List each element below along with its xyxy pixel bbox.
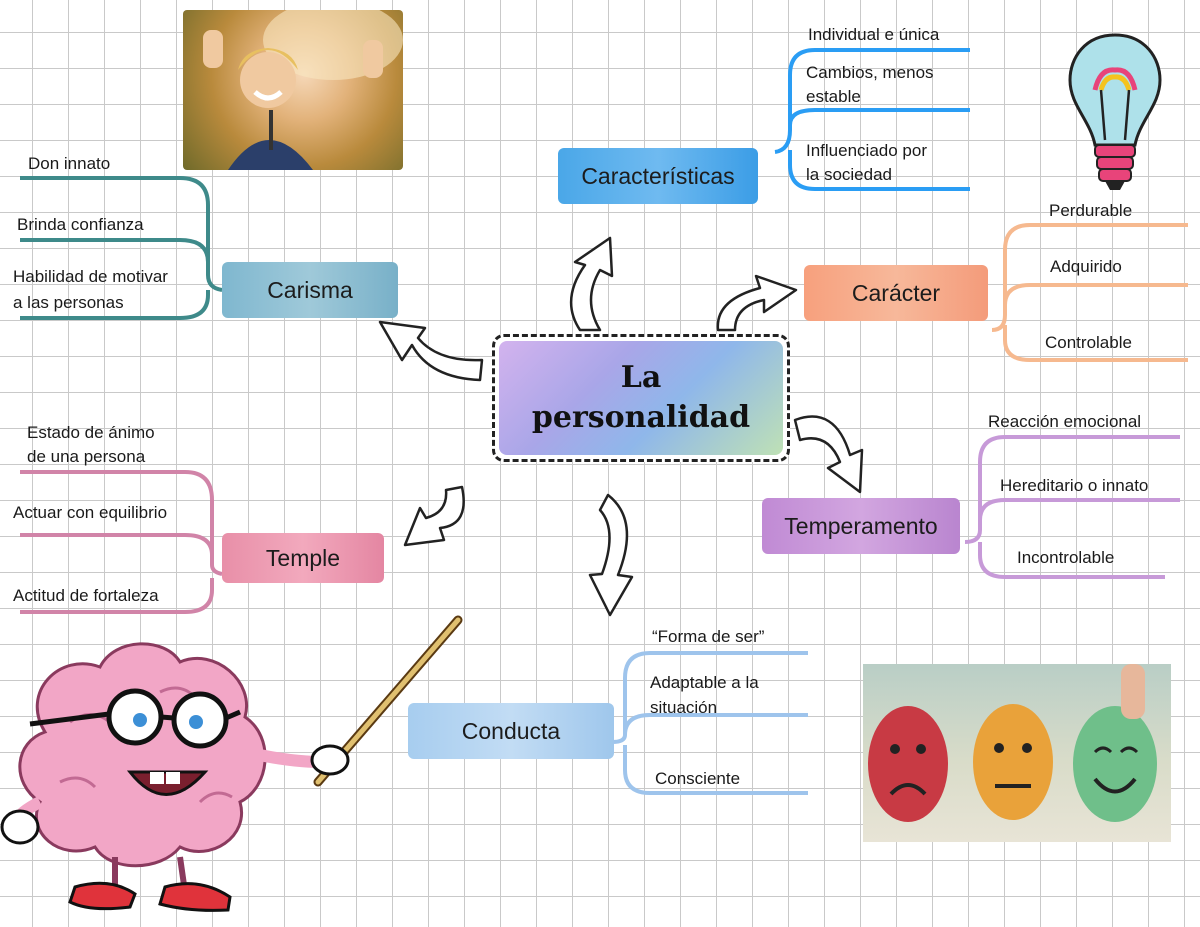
node-caracter-label: Carácter — [851, 279, 941, 306]
brain-teacher-illustration — [0, 612, 470, 922]
caracter-branches — [991, 223, 1188, 362]
conducta-item-2b: situación — [650, 698, 718, 717]
node-carisma-label: Carisma — [267, 276, 353, 303]
arrow-to-temperamento — [793, 415, 864, 494]
arrow-to-caracteristicas — [569, 236, 614, 332]
caracter-item-1: Perdurable — [1049, 201, 1133, 220]
temple-branches — [20, 470, 223, 614]
node-temple-label: Temple — [265, 544, 341, 571]
temperamento-branches — [964, 435, 1180, 579]
woman-thumbs-up-photo — [183, 10, 403, 170]
temperamento-item-3: Incontrolable — [1017, 548, 1115, 567]
center-title-line2: personalidad — [531, 400, 751, 435]
caracteristicas-item-2b: estable — [806, 87, 861, 106]
temple-item-3: Actitud de fortaleza — [13, 586, 159, 605]
center-node-fill: La personalidad — [499, 341, 783, 455]
node-caracter: Carácter — [804, 265, 988, 321]
arrow-to-temple — [403, 485, 465, 547]
arrow-to-conducta — [588, 493, 634, 617]
node-caracteristicas-label: Características — [581, 162, 735, 189]
caracteristicas-item-1: Individual e única — [808, 25, 940, 44]
conducta-item-3: Consciente — [655, 769, 741, 788]
node-temperamento: Temperamento — [762, 498, 960, 554]
center-title-line1: La — [620, 360, 662, 395]
carisma-branches — [20, 176, 223, 320]
caracteristicas-item-2a: Cambios, menos — [806, 63, 934, 82]
center-node: La personalidad — [492, 334, 790, 462]
caracteristicas-item-3a: Influenciado por — [806, 141, 927, 160]
node-conducta-label: Conducta — [461, 717, 561, 744]
node-temple: Temple — [222, 533, 384, 583]
temperamento-item-1: Reacción emocional — [988, 412, 1142, 431]
carisma-item-2: Brinda confianza — [17, 215, 144, 234]
arrow-to-caracter — [716, 274, 798, 332]
caracter-item-3: Controlable — [1045, 333, 1132, 352]
caracter-item-2: Adquirido — [1050, 257, 1122, 276]
emotion-faces-photo — [863, 664, 1171, 842]
node-caracteristicas: Características — [558, 148, 758, 204]
caracteristicas-branches — [774, 48, 970, 191]
lightbulb-icon — [1065, 30, 1165, 200]
conducta-branches — [611, 651, 808, 795]
node-carisma: Carisma — [222, 262, 398, 318]
temple-item-2: Actuar con equilibrio — [13, 503, 168, 522]
carisma-item-3b: a las personas — [13, 293, 124, 312]
temperamento-item-2: Hereditario o innato — [1000, 476, 1149, 495]
carisma-item-1: Don innato — [28, 154, 111, 173]
node-temperamento-label: Temperamento — [784, 512, 938, 539]
caracteristicas-item-3b: la sociedad — [806, 165, 893, 184]
arrows — [378, 236, 864, 617]
temple-item-1a: Estado de ánimo — [27, 423, 155, 442]
conducta-item-2a: Adaptable a la — [650, 673, 759, 692]
temple-item-1b: de una persona — [27, 447, 146, 466]
node-conducta: Conducta — [408, 703, 614, 759]
arrow-to-carisma — [378, 320, 484, 382]
conducta-item-1: “Forma de ser” — [652, 627, 765, 646]
carisma-item-3a: Habilidad de motivar — [13, 267, 168, 286]
